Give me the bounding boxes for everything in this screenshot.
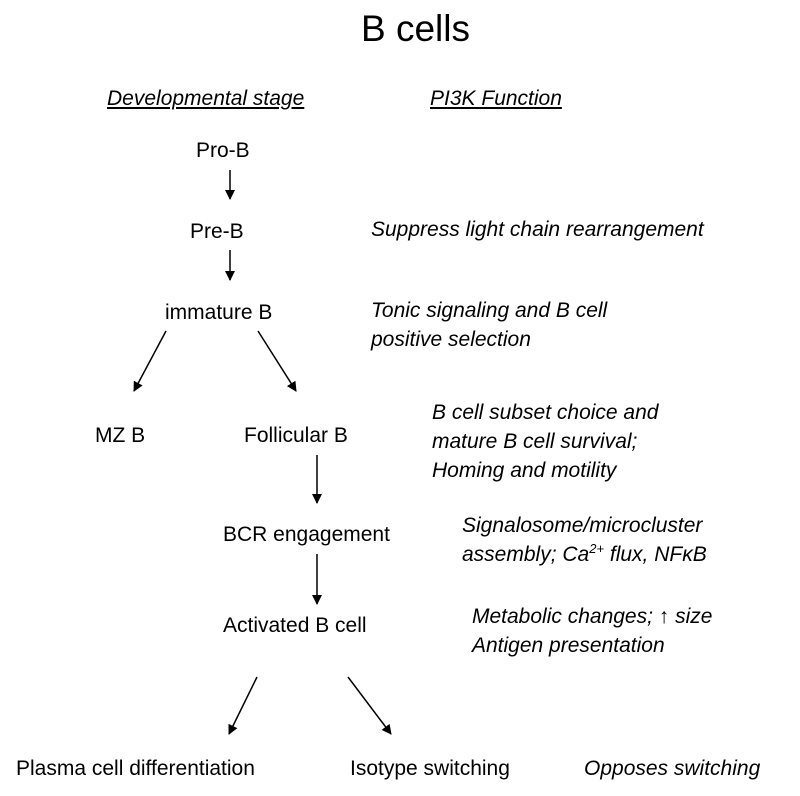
stage-activated-b-cell: Activated B cell [223,614,367,637]
function-immature-b-line2: positive selection [371,328,531,351]
arrow-immature-to-mzb [133,330,167,392]
function-activated-prefix: Metabolic changes; [472,605,659,628]
arrow-immature-to-follicular [257,330,297,392]
diagram-title: B cells [361,8,470,49]
stage-plasma-cell-differentiation: Plasma cell differentiation [16,757,255,780]
function-follicular-line2: mature B cell survival; [432,430,638,453]
stage-isotype-switching: Isotype switching [350,757,510,780]
calcium-superscript: 2+ [589,541,605,556]
arrow-activated-to-isotype [347,676,392,735]
function-activated-line2: Antigen presentation [472,634,665,657]
stage-pro-b: Pro-B [196,139,250,162]
arrow-activated-to-plasma [228,676,258,735]
function-opposes-switching: Opposes switching [584,757,761,780]
up-arrow-icon: ↑ [658,605,670,628]
stage-mz-b: MZ B [95,424,146,447]
function-pre-b: Suppress light chain rearrangement [371,218,704,241]
function-immature-b-line1: Tonic signaling and B cell [371,299,608,322]
function-activated-line1: Metabolic changes; ↑ size [472,605,712,629]
header-pi3k-function: PI3K Function [430,87,562,110]
function-bcr-line2: assembly; Ca2+ flux, NFκB [462,541,707,567]
function-bcr-line2-prefix: assembly; Ca [462,543,590,566]
function-bcr-line2-suffix: flux, NF [604,543,683,566]
header-developmental-stage: Developmental stage [107,87,305,110]
function-bcr-line2-end: B [692,543,707,566]
function-follicular-line1: B cell subset choice and [432,401,659,424]
function-follicular-line3: Homing and motility [432,459,617,482]
stage-pre-b: Pre-B [190,220,244,243]
stage-follicular-b: Follicular B [244,424,348,447]
kappa-symbol: κ [682,543,693,566]
stage-bcr-engagement: BCR engagement [223,523,390,546]
stage-immature-b: immature B [165,301,273,324]
function-activated-suffix: size [669,605,713,628]
function-bcr-line1: Signalosome/microcluster [462,514,703,537]
